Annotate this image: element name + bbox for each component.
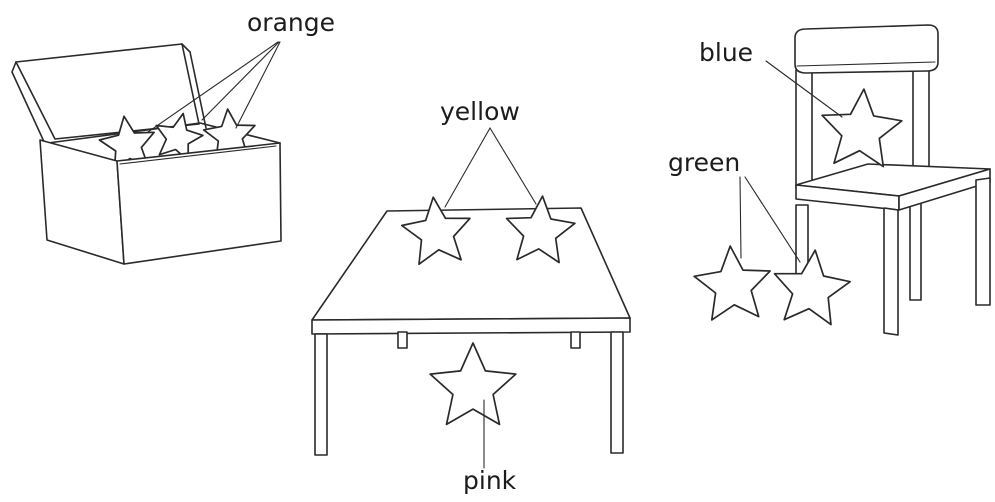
star-pink	[430, 343, 516, 424]
green-stars-by-chair	[694, 246, 850, 325]
table	[312, 208, 630, 455]
star-green	[775, 250, 851, 324]
label-blue: blue	[699, 40, 753, 65]
star-green	[694, 246, 770, 320]
label-pink: pink	[463, 468, 516, 493]
star-blue	[822, 89, 902, 167]
pink-star-under-table	[430, 343, 516, 424]
blue-star-on-chair	[822, 89, 902, 167]
box-body	[40, 140, 281, 264]
label-green: green	[668, 150, 740, 175]
label-yellow: yellow	[440, 99, 520, 124]
label-orange: orange	[247, 10, 335, 35]
